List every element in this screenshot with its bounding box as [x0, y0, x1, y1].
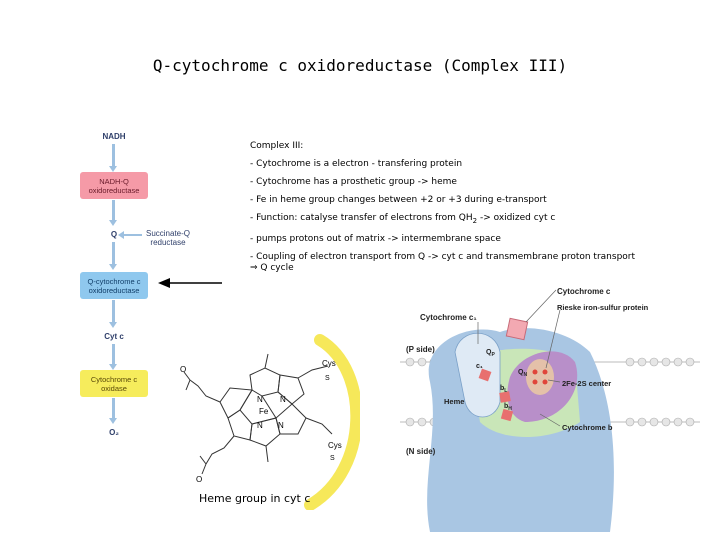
- n-side-label: (N side): [406, 447, 436, 456]
- cytochrome-c-oxidase-box: Cytochrome c oxidase: [80, 370, 148, 397]
- arrow-left-icon: [118, 231, 124, 239]
- note-text: - Function: catalyse transfer of electro…: [250, 213, 473, 223]
- note-line-function: - Function: catalyse transfer of electro…: [250, 209, 670, 230]
- arrow-down-icon: [109, 364, 117, 370]
- qp-sub: P: [491, 352, 495, 358]
- succinate-q-reductase-label: Succinate-Q reductase: [145, 229, 191, 247]
- rieske-label: Rieske iron-sulfur protein: [557, 303, 649, 312]
- arrow-shaft: [112, 144, 115, 166]
- qp-label: QP: [486, 349, 495, 358]
- bh-heme-label: bH: [504, 403, 512, 412]
- arrow-down-icon: [109, 322, 117, 328]
- heme-caption: Heme group in cyt c: [199, 492, 311, 505]
- nadh-label: NADH: [102, 132, 126, 141]
- complex-iii-notes: Complex III: - Cytochrome is a electron …: [250, 137, 670, 274]
- note-line-q-cycle: ⇒ Q cycle: [250, 262, 294, 273]
- p-side-label: (P side): [406, 345, 435, 354]
- arrow-shaft: [112, 344, 115, 364]
- arrow-down-icon: [109, 264, 117, 270]
- arrow-down-icon: [109, 418, 117, 424]
- note-line: - Cytochrome has a prosthetic group -> h…: [250, 177, 457, 187]
- arrow-shaft: [112, 300, 115, 322]
- arrow-shaft: [112, 398, 115, 418]
- notes-heading: Complex III:: [250, 141, 304, 151]
- qn-label: QN: [518, 369, 527, 378]
- arrow-down-icon: [109, 220, 117, 226]
- rieske-text: Rieske iron-sulfur protein: [557, 303, 649, 312]
- c1-heme-label: c₁: [476, 363, 483, 370]
- o-label: O: [196, 475, 202, 484]
- note-line: - Cytochrome is a electron - transfering…: [250, 159, 463, 169]
- qn-sub: N: [523, 372, 527, 378]
- n-label: N: [257, 421, 263, 430]
- cyt-c-label: Cyt c: [104, 332, 124, 341]
- cys-label: Cys: [328, 441, 342, 450]
- fes-center-label: 2Fe-2S center: [562, 379, 611, 388]
- fe-label: Fe: [259, 407, 269, 416]
- q-label: Q: [110, 230, 118, 239]
- cytochrome-c-label: Cytochrome c: [557, 287, 611, 296]
- succinate-arrow: [120, 234, 142, 236]
- arrow-shaft: [112, 200, 115, 220]
- qn-text: Q: [518, 369, 524, 376]
- note-text: -> oxidized cyt c: [477, 213, 556, 223]
- cytochrome-b-label: Cytochrome b: [562, 423, 613, 432]
- bl-heme-label: bL: [500, 385, 507, 394]
- s-label: S: [330, 455, 335, 462]
- o2-label: O₂: [109, 428, 119, 437]
- cys-label: Cys: [322, 359, 336, 368]
- bh-sub: H: [508, 406, 512, 412]
- cytochrome-c1-label: Cytochrome c₁: [420, 313, 477, 322]
- n-label: N: [280, 395, 286, 404]
- subscript: 2: [472, 216, 478, 225]
- o-label: O: [180, 365, 186, 374]
- bl-text: b: [500, 385, 504, 392]
- page-title: Q-cytochrome c oxidoreductase (Complex I…: [152, 56, 568, 75]
- n-label: N: [278, 421, 284, 430]
- note-line: - Coupling of electron transport from Q …: [250, 251, 636, 262]
- s-label: S: [325, 375, 330, 382]
- bl-sub: L: [504, 388, 507, 394]
- heme-structure-diagram: Fe N N N N O O Cys S Cys S: [180, 334, 360, 510]
- qp-text: Q: [486, 349, 492, 356]
- arrow-shaft: [112, 242, 115, 264]
- complex-iii-structure: Cytochrome c Rieske iron-sulfur protein …: [400, 287, 700, 532]
- n-label: N: [257, 395, 263, 404]
- arrow-down-icon: [109, 166, 117, 172]
- note-line: - pumps protons out of matrix -> interme…: [250, 233, 501, 244]
- q-cytochrome-c-oxidoreductase-box: Q-cytochrome c oxidoreductase: [80, 272, 148, 299]
- note-line: - Fe in heme group changes between +2 or…: [250, 195, 547, 205]
- heme-label: Heme: [444, 397, 464, 406]
- bh-text: b: [504, 403, 508, 410]
- nadh-q-oxidoreductase-box: NADH-Q oxidoreductase: [80, 172, 148, 199]
- pointer-arrow-icon: [158, 278, 222, 288]
